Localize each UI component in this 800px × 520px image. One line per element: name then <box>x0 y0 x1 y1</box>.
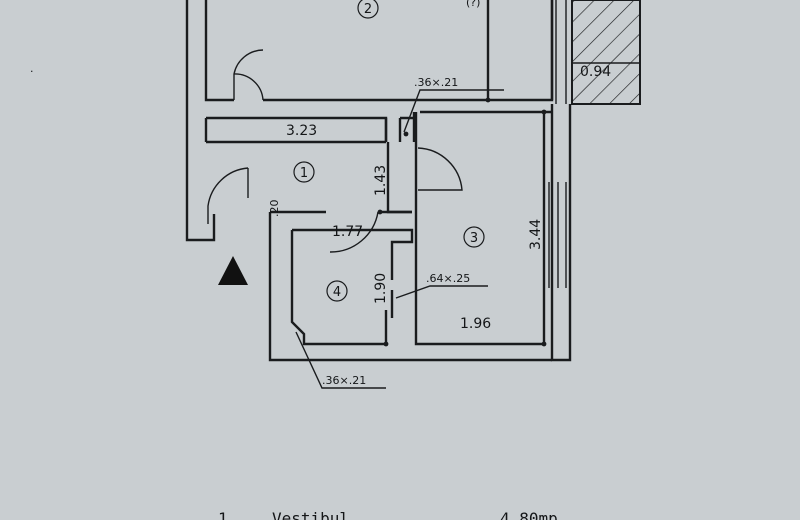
entrance-door-swing <box>207 167 249 224</box>
room-3-width-label: 1.96 <box>460 316 491 332</box>
dimension-ticks <box>377 97 547 347</box>
door-bottom-label: .36×.21 <box>322 374 366 387</box>
room-3-marker: 3 <box>463 226 485 248</box>
room-4-height-label: 1.90 <box>373 273 389 304</box>
balcony-width-label: 0.94 <box>580 64 611 80</box>
room-2-walls <box>185 0 554 242</box>
legend-room-area: 4.80mp <box>500 509 558 520</box>
room-3-walls <box>414 104 572 362</box>
door-top-label: .36×.21 <box>414 76 458 89</box>
door-swing-room-4 <box>329 211 379 253</box>
balcony <box>555 0 641 105</box>
wall-gap-label: .20 <box>268 200 281 218</box>
door-mid-label: .64×.25 <box>426 272 470 285</box>
room-4-number: 4 <box>333 285 341 300</box>
legend-index: 1. <box>218 509 237 520</box>
room-1-number: 1 <box>300 166 308 181</box>
door-swing-room-3 <box>417 147 463 191</box>
entrance-marker <box>218 256 248 285</box>
room-3-number: 3 <box>470 231 478 246</box>
room-2-number: 2 <box>364 2 372 17</box>
top-mark-label: (?) <box>466 0 480 9</box>
room-1-height-label: 1.43 <box>373 165 389 196</box>
room-3-height-label: 3.44 <box>528 219 544 250</box>
svg-text:.: . <box>30 62 34 75</box>
room-1-width-label: 3.23 <box>286 123 317 139</box>
annotation-leaders <box>295 89 504 389</box>
room-1-marker: 1 <box>293 161 315 183</box>
door-swing-room-2 <box>233 49 264 101</box>
legend-room-name: Vestibul <box>272 509 349 520</box>
room-2-marker: 2 <box>357 0 379 19</box>
room-4-marker: 4 <box>326 280 348 302</box>
room-1-walls <box>204 110 552 214</box>
room-4-walls <box>268 210 552 362</box>
legend-row: 1. Vestibul 4.80mp <box>218 509 558 520</box>
passage-width-label: 1.77 <box>332 224 363 240</box>
